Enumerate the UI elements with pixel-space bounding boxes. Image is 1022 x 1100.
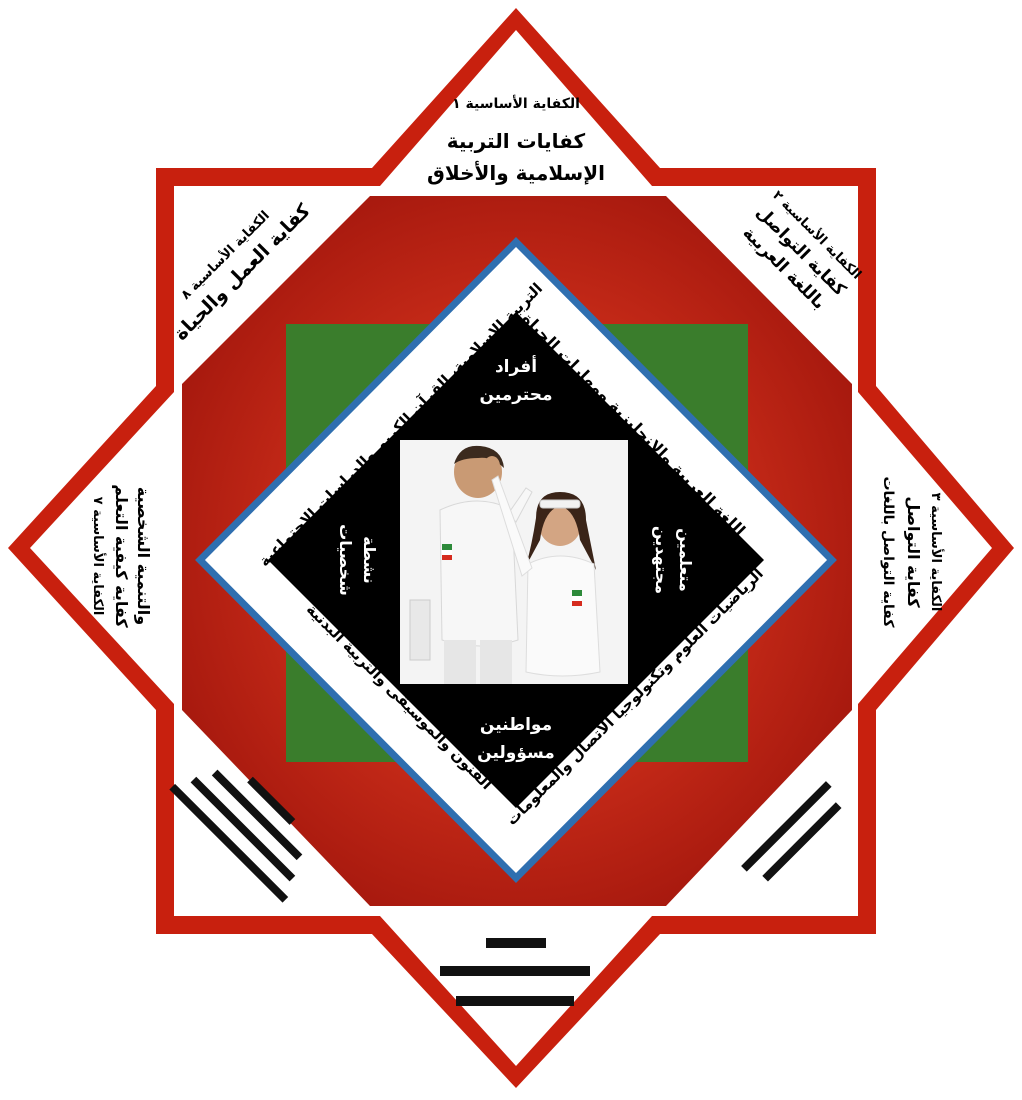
outcome-left-line1: شخصيات xyxy=(336,524,355,596)
competency-7-title-line1: كفاية كيفية التعلم xyxy=(112,484,131,628)
children-photo xyxy=(400,440,628,684)
competency-7-title-line2: والتنمية الشخصية xyxy=(134,487,153,625)
outcome-top-line1: أفراد xyxy=(495,355,537,377)
competency-7-number: الكفاية الأساسية ٧ xyxy=(90,497,107,616)
outcome-right-line1: متعلمين xyxy=(676,528,695,592)
outcome-right-line2: مجتهدين xyxy=(652,526,671,594)
competency-1-number: الكفاية الأساسية ١ xyxy=(452,95,580,112)
competency-3-title-line2: كفاية التواصل باللغات xyxy=(880,476,896,628)
outcome-top-line2: محترمين xyxy=(479,385,552,405)
competency-1-title-line1: كفايات التربية xyxy=(447,129,586,153)
competency-3-title-line1: كفاية التواصل xyxy=(904,496,923,608)
outcome-bottom-line1: مواطنين xyxy=(480,715,552,735)
competency-1-title-line2: الإسلامية والأخلاق xyxy=(427,160,605,185)
outcome-left-line2: نشطة xyxy=(360,536,379,584)
outcome-bottom-line2: مسؤولين xyxy=(477,743,555,763)
competency-3-number: الكفاية الأساسية ٣ xyxy=(928,493,945,612)
